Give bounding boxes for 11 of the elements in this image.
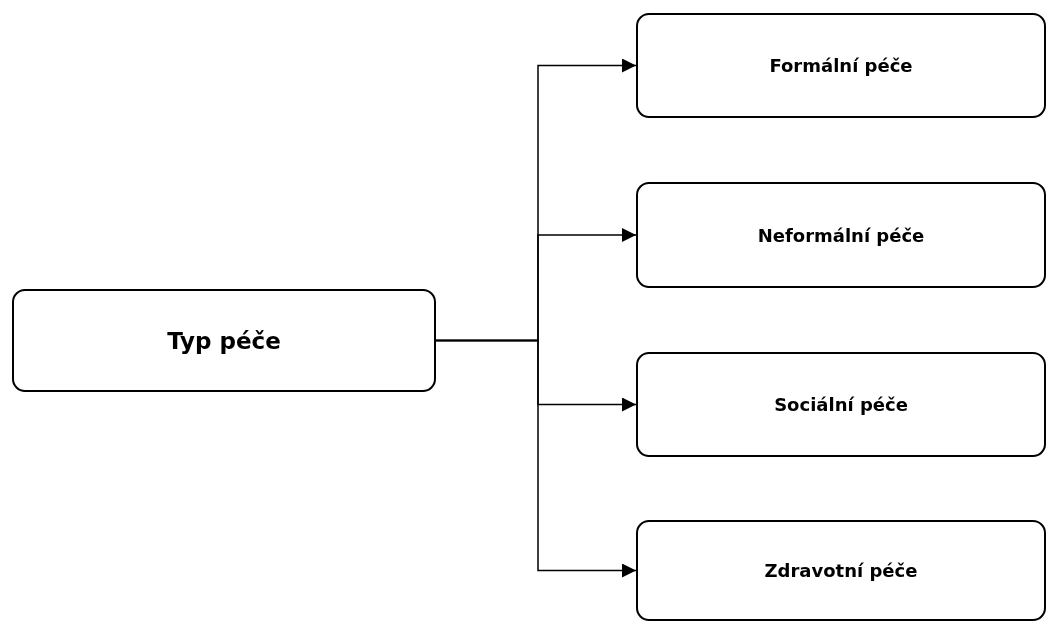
process-box bbox=[636, 182, 1046, 288]
box-label: Sociální péče bbox=[774, 394, 908, 415]
arrow bbox=[435, 339, 637, 578]
box-label: Neformální péče bbox=[757, 224, 925, 246]
process-box bbox=[636, 520, 1046, 621]
process-box bbox=[636, 13, 1046, 118]
box-label: Zdravotní péče bbox=[764, 560, 918, 581]
box-label: Formální péče bbox=[769, 55, 913, 76]
process-box bbox=[12, 289, 436, 392]
box-label: Typ péče bbox=[167, 327, 281, 354]
process-box bbox=[636, 352, 1046, 457]
